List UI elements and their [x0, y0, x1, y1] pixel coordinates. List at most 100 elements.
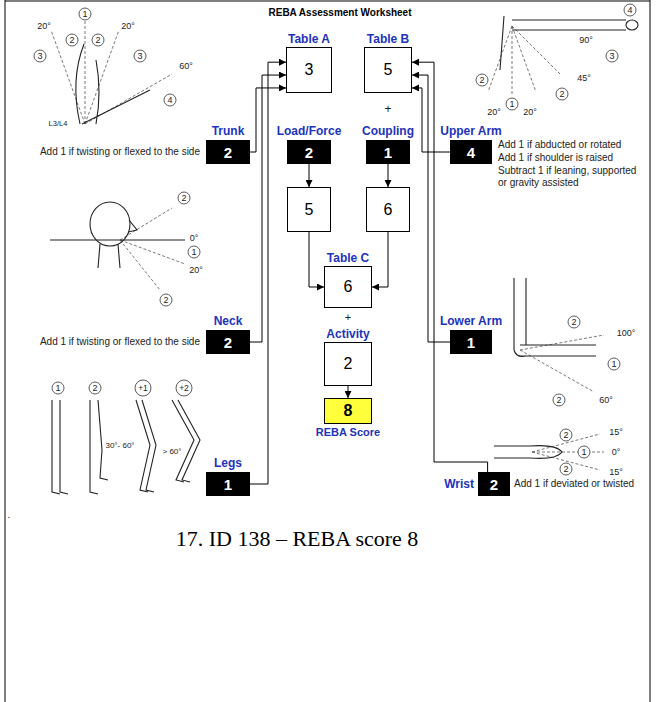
callout-circle	[606, 50, 618, 62]
coupling-score: Coupling1	[366, 140, 410, 164]
frame-line	[650, 0, 651, 702]
callout-number: 3	[609, 52, 614, 61]
neck-reference-line	[50, 239, 185, 240]
scoring-note: Add 1 if deviated or twisted	[514, 479, 634, 489]
angle-label: 20°	[37, 22, 51, 31]
scoring-note: Subtract 1 if leaning, supported or grav…	[498, 165, 646, 189]
stray-mark: .	[8, 510, 11, 520]
score-value: 8	[344, 403, 353, 419]
body-figures	[50, 16, 638, 494]
callout-circle	[52, 382, 64, 394]
callout-number: 2	[69, 36, 74, 45]
angle-label: 30°- 60°	[105, 442, 134, 450]
score-value: 4	[467, 145, 475, 160]
callout-number: 2	[563, 465, 568, 474]
lower-arm-angle-lines	[520, 335, 604, 392]
score-value: 5	[305, 202, 314, 218]
callout-circle	[560, 463, 572, 475]
score-value: 1	[467, 335, 475, 350]
score-table-box: Table A3	[286, 47, 332, 93]
legs-figure	[136, 400, 156, 492]
callout-circle	[556, 88, 568, 100]
spine-label: L3/L4	[49, 120, 68, 128]
scoring-note: Add 1 if twisting or flexed to the side	[40, 147, 200, 157]
body-part-score: Wrist2	[478, 472, 510, 496]
callout-circle	[178, 192, 190, 204]
score-value: 1	[224, 477, 232, 492]
callout-number: 2	[563, 431, 568, 440]
plus-sign: +	[345, 312, 351, 323]
lower-arm-figure	[514, 278, 596, 356]
callout-circle	[160, 294, 172, 306]
callout-circle	[92, 34, 104, 46]
score-arrow	[348, 386, 349, 398]
callout-circle	[176, 380, 192, 396]
angle-label: > 60°	[163, 448, 182, 456]
callout-circle	[188, 246, 200, 258]
callout-circle	[66, 34, 78, 46]
head-figure	[90, 202, 130, 246]
body-part-score: Legs1	[206, 472, 250, 496]
score-value: 1	[384, 145, 392, 160]
box-heading: Coupling	[362, 125, 414, 137]
score-arrow	[388, 164, 389, 187]
score-arrow	[412, 62, 488, 472]
angle-label: 20°	[189, 266, 203, 275]
trunk-angle-lines	[51, 20, 172, 124]
body-part-score: Upper Arm4	[450, 140, 492, 164]
callout-circle	[553, 394, 565, 406]
callout-number: 1	[509, 100, 514, 109]
score-value: 2	[305, 145, 313, 160]
callout-number: 1	[55, 384, 60, 393]
angle-label: 20°	[487, 108, 501, 117]
score-value: 6	[344, 279, 353, 295]
callout-circle	[506, 98, 518, 110]
score-table-box: Table B5	[364, 47, 412, 93]
legs-figure	[172, 400, 200, 482]
box-heading: Wrist	[444, 478, 474, 490]
angle-label: 60°	[599, 396, 613, 405]
box-heading: Table C	[327, 252, 369, 264]
callout-number: 3	[37, 52, 42, 61]
box-heading: Legs	[214, 457, 242, 469]
hand-figure	[626, 20, 638, 30]
load-score: Load/Force2	[287, 140, 331, 164]
frame-line	[5, 1, 650, 2]
callout-circle	[134, 50, 146, 62]
score-table-box: Table C6	[324, 266, 372, 308]
box-heading: Upper Arm	[440, 125, 502, 137]
callout-number: 3	[137, 52, 142, 61]
body-part-score: Neck2	[206, 330, 250, 354]
scoring-note: Add 1 if shoulder is raised	[498, 152, 646, 164]
angle-label: 100°	[617, 329, 636, 338]
angle-label: 90°	[579, 36, 593, 45]
angle-label: 0°	[190, 234, 199, 243]
activity-box: Activity2	[324, 342, 372, 386]
score-value: 2	[344, 356, 353, 372]
callout-number: 1	[581, 448, 586, 457]
callout-number: 2	[95, 36, 100, 45]
callout-circle	[79, 8, 91, 20]
legs-figure	[52, 400, 68, 494]
worksheet-title: REBA Assessment Worksheet	[268, 8, 411, 18]
score-value: 2	[224, 335, 232, 350]
body-part-score: Trunk2	[206, 140, 250, 164]
score-value: 3	[305, 62, 314, 78]
score-arrow	[372, 232, 388, 287]
angle-label: 0°	[612, 448, 621, 457]
box-heading: Table B	[367, 33, 409, 45]
score-arrow	[412, 88, 450, 152]
angle-label: 60°	[179, 62, 193, 71]
callout-number: 4	[167, 96, 172, 105]
score-value: 2	[490, 477, 498, 492]
scoring-note: Add 1 if abducted or rotated	[498, 139, 646, 151]
upper-arm-angle-lines	[488, 26, 561, 96]
callout-circle	[624, 4, 636, 16]
callout-number: 2	[556, 396, 561, 405]
score-value: 6	[384, 202, 393, 218]
angle-label: 45°	[577, 74, 591, 83]
subtotal-box: 5	[287, 187, 331, 232]
page-frame	[5, 0, 650, 702]
callout-number: 1	[611, 360, 616, 369]
